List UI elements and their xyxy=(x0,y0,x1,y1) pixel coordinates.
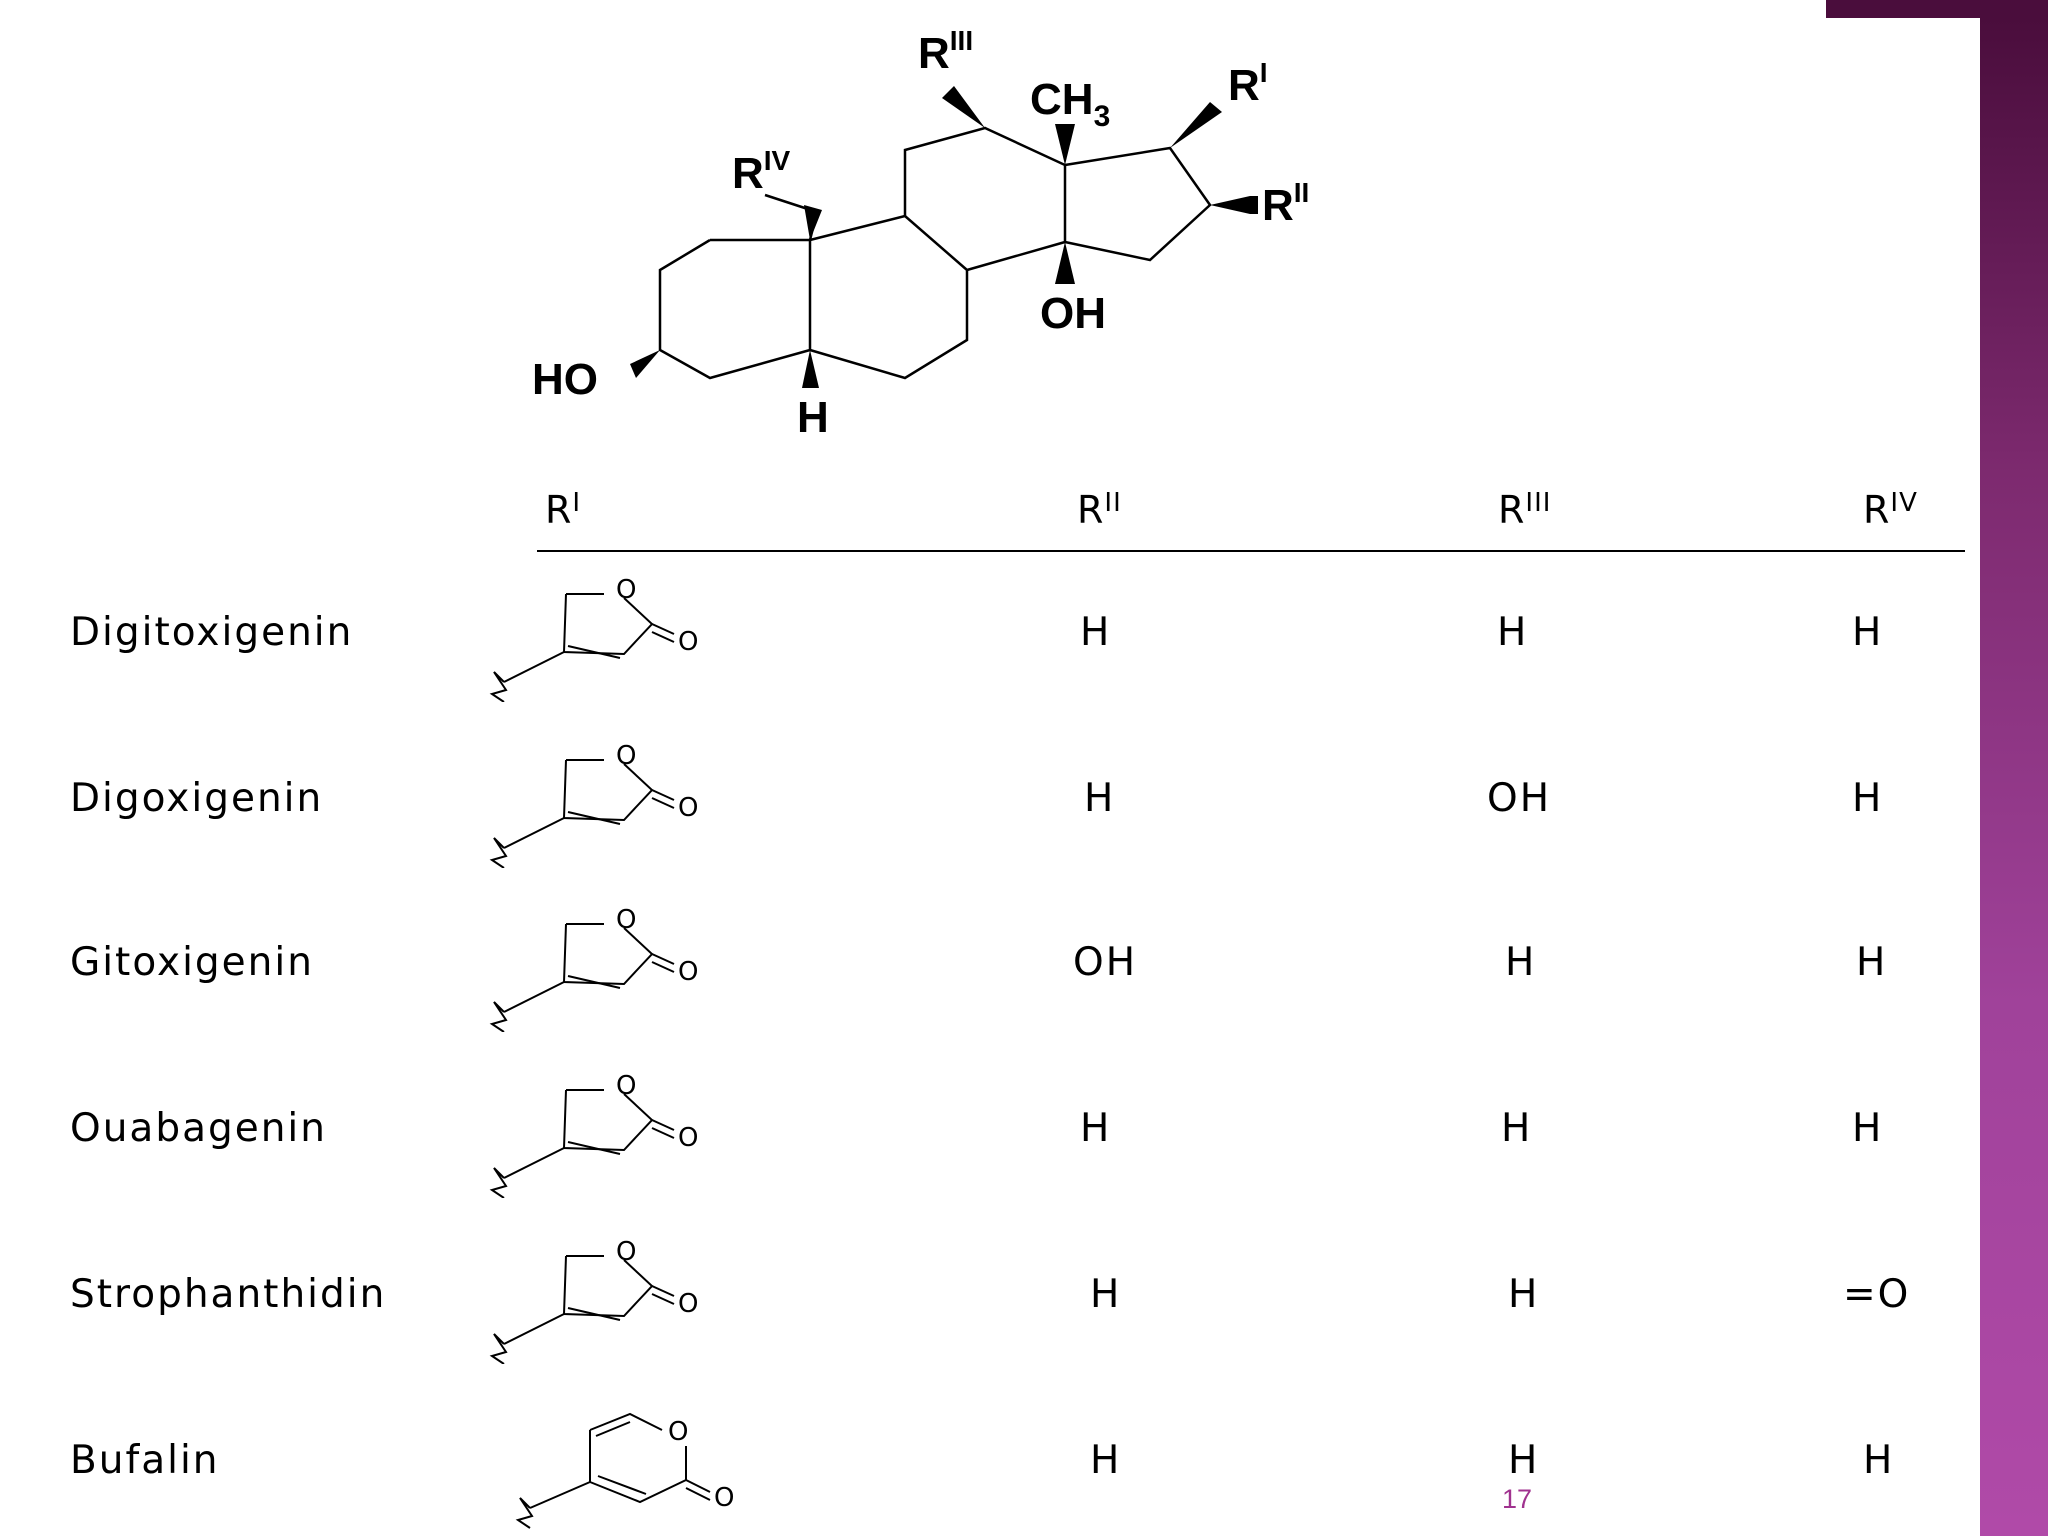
label-ch3: CH xyxy=(1030,75,1094,124)
table-header: RI RII RIII RIV xyxy=(0,488,2048,538)
ring-carbonyl-oxygen: O xyxy=(678,957,698,987)
table-row: Ouabagenin O O H H H xyxy=(0,1071,2048,1216)
table-row: Digoxigenin O O H OH H xyxy=(0,741,2048,886)
ring-carbonyl-oxygen: O xyxy=(678,793,698,823)
cell-r2: H xyxy=(1080,610,1112,655)
butenolide-ring-icon: O O xyxy=(489,741,698,868)
header-r4: RIV xyxy=(1863,488,1918,532)
cell-r3: H xyxy=(1508,1438,1540,1483)
cell-r2: H xyxy=(1090,1272,1122,1317)
compound-name: Digitoxigenin xyxy=(70,610,354,655)
header-r2-base: R xyxy=(1077,488,1105,532)
label-ho: HO xyxy=(532,355,598,404)
cell-r4: =O xyxy=(1843,1272,1911,1317)
table-row: Strophanthidin O O H H =O xyxy=(0,1237,2048,1382)
cell-r2: H xyxy=(1090,1438,1122,1483)
svg-text:RI: RI xyxy=(1228,57,1268,110)
cell-r3: H xyxy=(1508,1272,1540,1317)
header-rule xyxy=(537,550,1965,552)
cell-r3: H xyxy=(1501,1106,1533,1151)
cell-r4: H xyxy=(1852,610,1884,655)
label-r3-sup: III xyxy=(950,25,973,56)
cell-r4: H xyxy=(1852,776,1884,821)
label-r3: R xyxy=(918,29,950,78)
ring-oxygen: O xyxy=(616,905,636,935)
label-r1: R xyxy=(1228,61,1260,110)
ring-oxygen: O xyxy=(668,1417,688,1447)
ring-oxygen: O xyxy=(616,575,636,605)
steroid-core-structure: CH3 OH HO H RI RII RIII RIV xyxy=(510,20,1610,450)
butenolide-ring-icon: O O xyxy=(489,905,698,1032)
header-r3-base: R xyxy=(1498,488,1526,532)
ring-carbonyl-oxygen: O xyxy=(678,627,698,657)
svg-text:RIII: RIII xyxy=(918,25,973,78)
cell-r4: H xyxy=(1856,940,1888,985)
label-ch3-sub: 3 xyxy=(1094,100,1111,133)
header-r2-sup: II xyxy=(1104,488,1122,518)
header-r3-sup: III xyxy=(1525,488,1552,518)
ring-oxygen: O xyxy=(616,741,636,771)
label-oh: OH xyxy=(1040,289,1106,338)
cell-r3: H xyxy=(1505,940,1537,985)
cell-r4: H xyxy=(1863,1438,1895,1483)
table-row: Gitoxigenin O O OH H H xyxy=(0,905,2048,1050)
compound-name: Gitoxigenin xyxy=(70,940,314,985)
cell-r3: H xyxy=(1497,610,1529,655)
ring-carbonyl-oxygen: O xyxy=(678,1123,698,1153)
header-r4-sup: IV xyxy=(1890,488,1918,518)
butenolide-ring-icon: O O xyxy=(489,1071,698,1198)
table-row: Digitoxigenin O O H H H xyxy=(0,575,2048,720)
cell-r2: H xyxy=(1084,776,1116,821)
label-r2: R xyxy=(1262,181,1294,230)
butenolide-ring-icon: O O xyxy=(489,575,698,702)
label-r4-sup: IV xyxy=(764,145,791,176)
table-row: Bufalin O O H H H xyxy=(0,1412,2048,1536)
svg-text:RIV: RIV xyxy=(732,145,791,198)
label-r2-sup: II xyxy=(1294,177,1310,208)
butenolide-ring-icon: O O xyxy=(489,1237,698,1364)
header-r1: RI xyxy=(545,488,581,532)
steroid-structure-svg: CH3 OH HO H RI RII RIII RIV xyxy=(532,25,1309,442)
compound-name: Ouabagenin xyxy=(70,1106,327,1151)
header-r4-base: R xyxy=(1863,488,1891,532)
compound-name: Strophanthidin xyxy=(70,1272,387,1317)
compound-name: Bufalin xyxy=(70,1438,220,1483)
cell-r4: H xyxy=(1852,1106,1884,1151)
cell-r2: OH xyxy=(1073,940,1138,985)
label-r1-sup: I xyxy=(1260,57,1268,88)
ring-oxygen: O xyxy=(616,1237,636,1267)
header-r1-base: R xyxy=(545,488,573,532)
pyranone-ring-icon: O O xyxy=(515,1412,734,1529)
compound-name: Digoxigenin xyxy=(70,776,324,821)
page-number: 17 xyxy=(1502,1484,1533,1514)
decorative-side-bar xyxy=(1980,18,2048,1536)
decorative-top-bar xyxy=(1826,0,2048,18)
cell-r3: OH xyxy=(1487,776,1552,821)
ring-carbonyl-oxygen: O xyxy=(678,1289,698,1319)
label-r4: R xyxy=(732,149,764,198)
label-h: H xyxy=(797,393,829,442)
svg-text:RII: RII xyxy=(1262,177,1309,230)
cell-r2: H xyxy=(1080,1106,1112,1151)
ring-oxygen: O xyxy=(616,1071,636,1101)
header-r2: RII xyxy=(1077,488,1122,532)
ring-carbonyl-oxygen: O xyxy=(714,1483,734,1513)
header-r3: RIII xyxy=(1498,488,1551,532)
header-r1-sup: I xyxy=(572,488,582,518)
svg-text:CH3: CH3 xyxy=(1030,75,1110,133)
